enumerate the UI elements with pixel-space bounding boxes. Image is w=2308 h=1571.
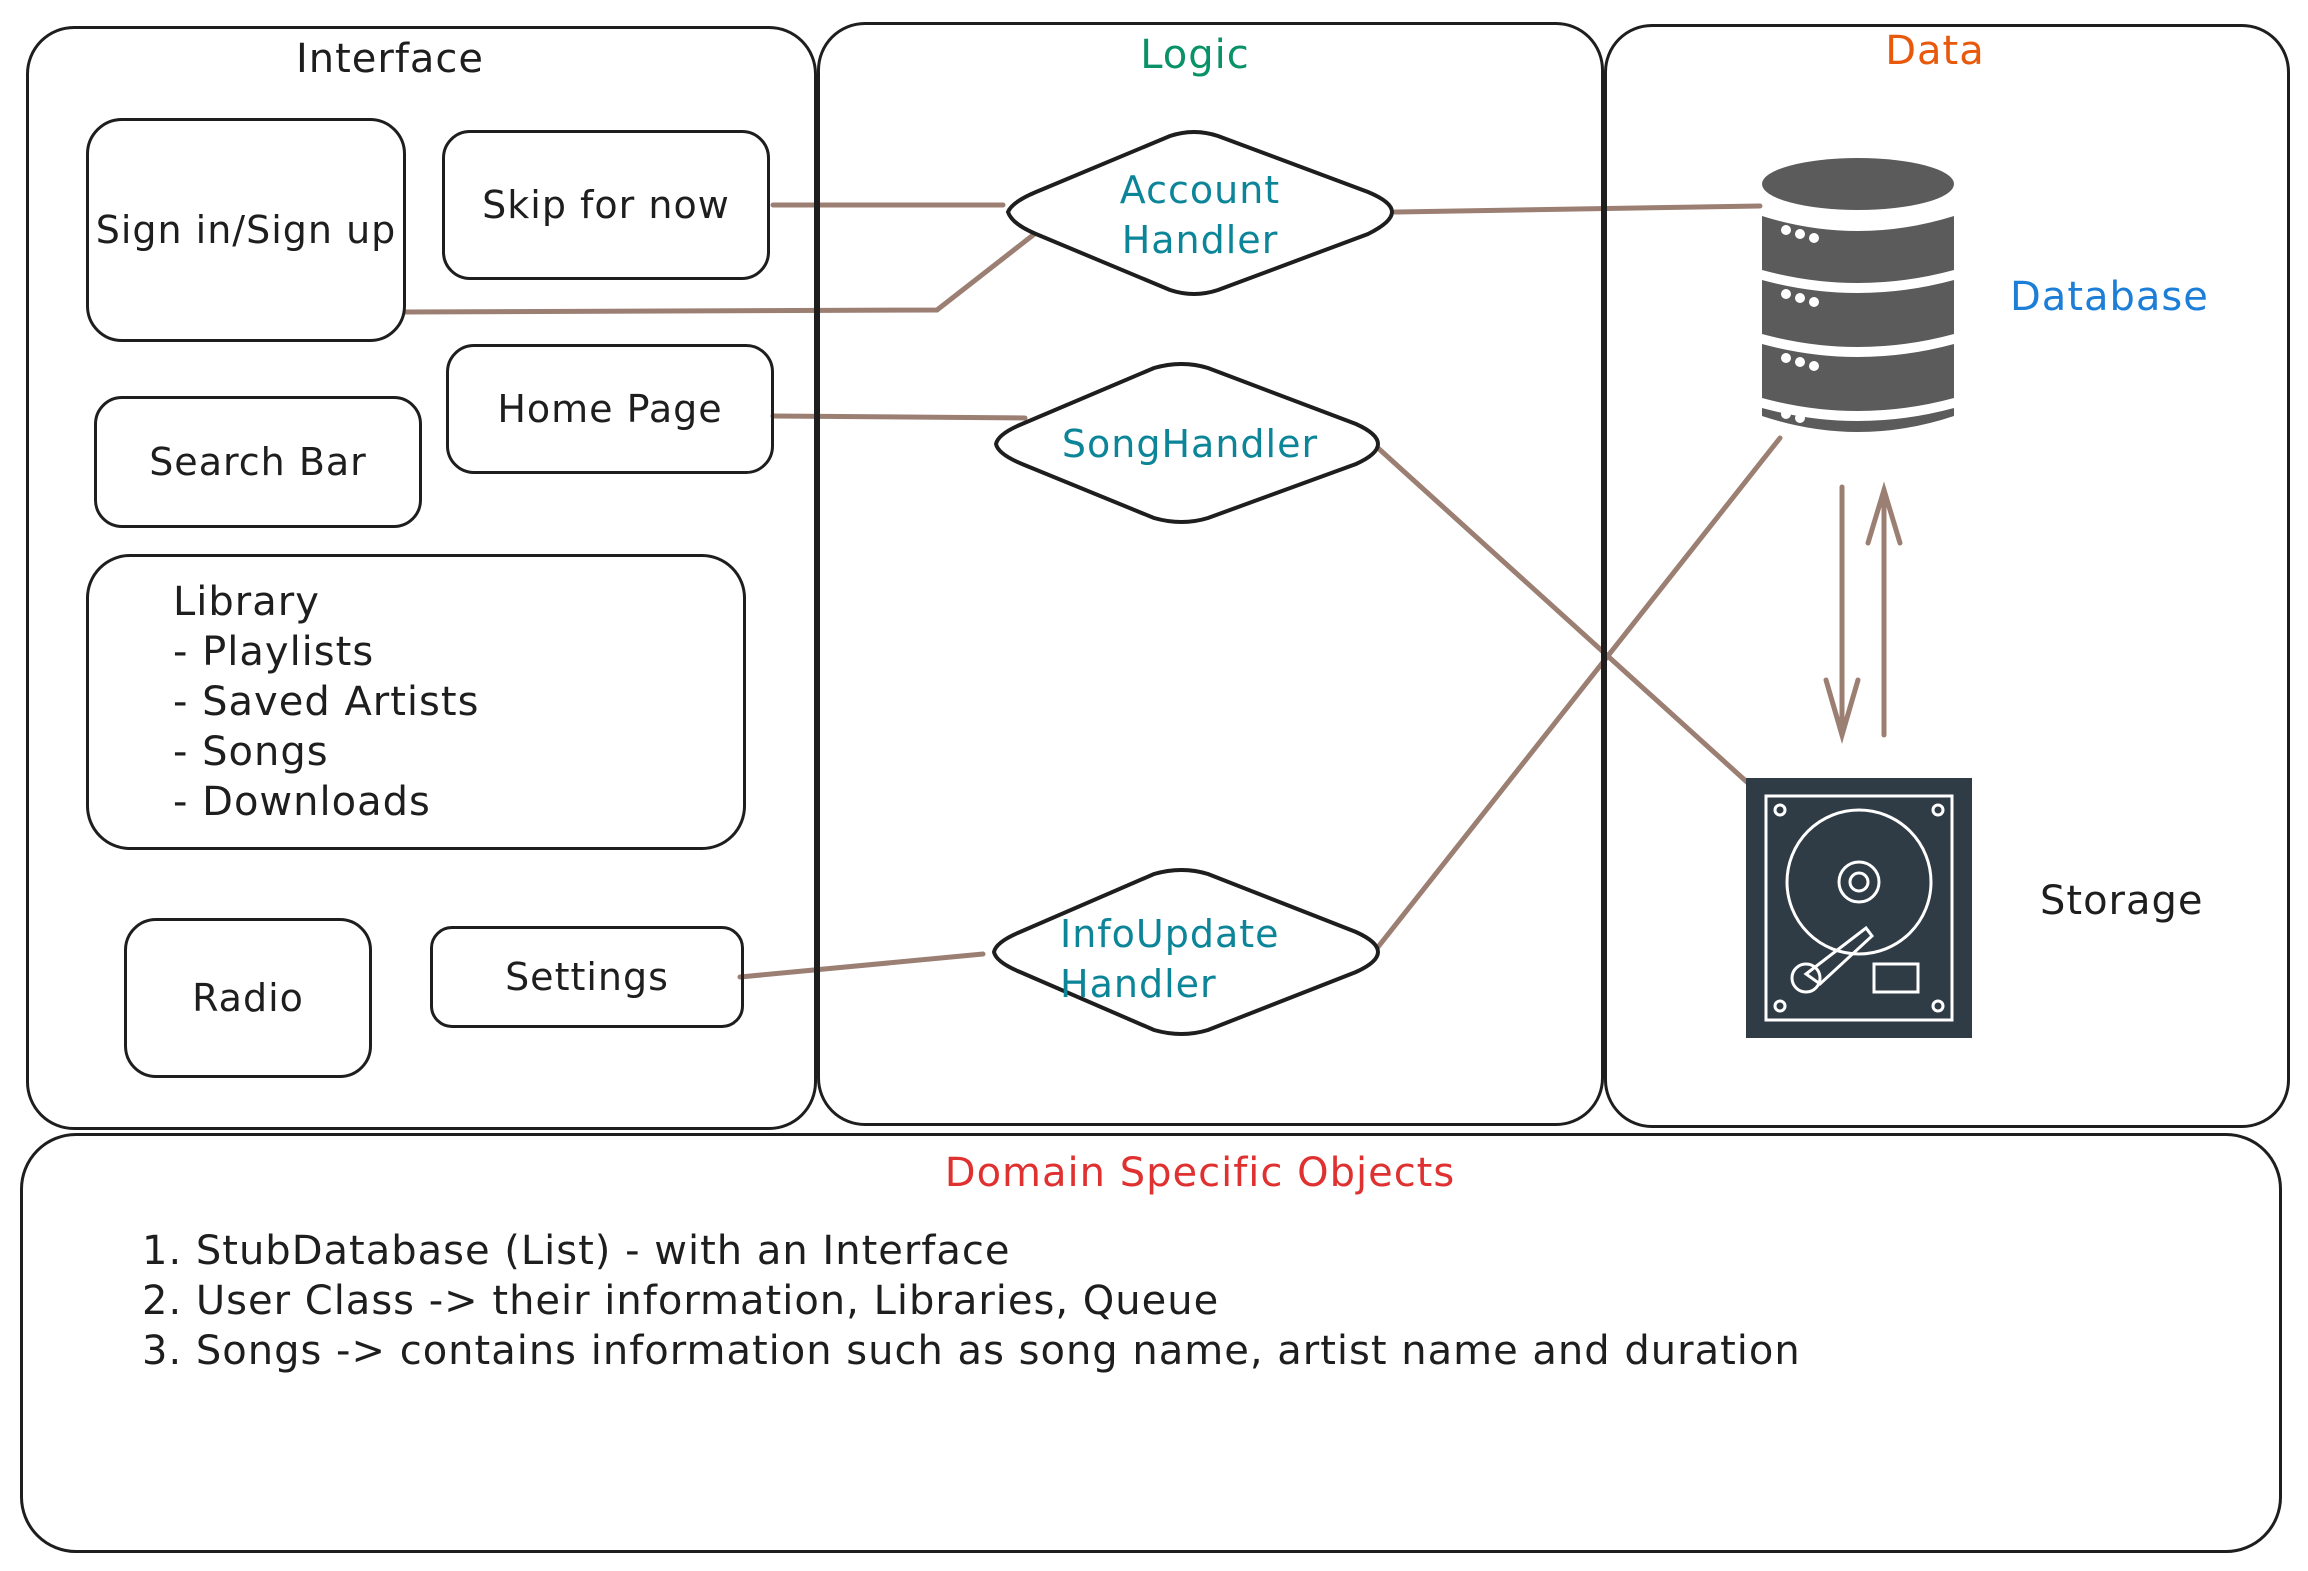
info-update-handler-line2: Handler <box>1060 962 1217 1006</box>
connector-info-to-database <box>1375 435 1783 950</box>
skip-box: Skip for now <box>442 130 770 280</box>
connector-account-to-database <box>1392 203 1763 215</box>
sign-in-label: Sign in/Sign up <box>95 208 397 252</box>
library-item: - Saved Artists <box>173 679 480 725</box>
radio-label: Radio <box>192 976 304 1020</box>
logic-title: Logic <box>1140 32 1250 78</box>
library-item: - Downloads <box>173 779 431 825</box>
library-item: - Playlists <box>173 629 375 675</box>
library-box: Library - Playlists - Saved Artists - So… <box>86 554 746 850</box>
library-item: - Songs <box>173 729 329 775</box>
domain-panel <box>20 1133 2282 1553</box>
database-label: Database <box>2010 274 2209 320</box>
hard-drive-icon <box>1746 778 1972 1038</box>
library-content: Library - Playlists - Saved Artists - So… <box>173 577 479 827</box>
song-handler-diamond <box>993 362 1381 524</box>
domain-object-item: 2. User Class -> their information, Libr… <box>142 1278 1220 1324</box>
search-bar-box: Search Bar <box>94 396 422 528</box>
connector-song-to-storage <box>1375 445 1751 786</box>
home-page-box: Home Page <box>446 344 774 474</box>
database-server-icon <box>1762 158 1954 432</box>
domain-object-list: 1. StubDatabase (List) - with an Interfa… <box>142 1226 2142 1376</box>
data-title: Data <box>1885 28 1985 74</box>
sign-in-box: Sign in/Sign up <box>86 118 406 342</box>
account-handler-diamond <box>1005 130 1395 296</box>
arrowhead-down <box>1823 677 1861 744</box>
song-handler-label: SongHandler <box>1061 422 1319 466</box>
info-update-handler-diamond <box>991 868 1381 1036</box>
arrowhead-up <box>1865 481 1903 546</box>
account-handler-text: Account Handler <box>1050 160 1350 270</box>
song-handler-text: SongHandler <box>1030 414 1350 474</box>
info-update-handler-text: InfoUpdate Handler <box>1060 904 1370 1014</box>
radio-box: Radio <box>124 918 372 1078</box>
logic-panel <box>817 22 1604 1126</box>
search-bar-label: Search Bar <box>149 440 367 484</box>
account-handler-line1: Account <box>1119 168 1281 212</box>
storage-label: Storage <box>2040 878 2204 924</box>
domain-object-item: 3. Songs -> contains information such as… <box>142 1328 1801 1374</box>
interface-title: Interface <box>295 36 485 82</box>
connector-signin-to-account <box>402 229 1040 315</box>
interface-panel <box>26 26 817 1130</box>
settings-box: Settings <box>430 926 744 1028</box>
skip-label: Skip for now <box>482 183 730 227</box>
domain-object-item: 1. StubDatabase (List) - with an Interfa… <box>142 1228 1011 1274</box>
connector-settings-to-info <box>737 951 986 980</box>
info-update-handler-line1: InfoUpdate <box>1060 912 1280 956</box>
account-handler-line2: Handler <box>1121 218 1279 262</box>
library-title: Library <box>173 579 320 625</box>
data-panel <box>1604 24 2290 1128</box>
domain-title: Domain Specific Objects <box>944 1150 1456 1196</box>
settings-label: Settings <box>505 955 669 999</box>
home-page-label: Home Page <box>497 387 723 431</box>
